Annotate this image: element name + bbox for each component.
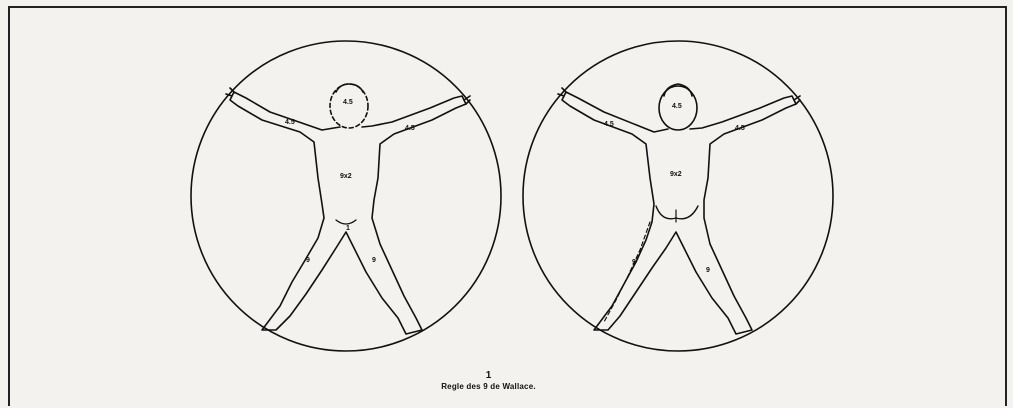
body-outline — [562, 92, 796, 334]
buttocks-line — [656, 206, 698, 219]
label-trunk: 9x2 — [670, 171, 682, 178]
figure-number: 1 — [0, 370, 995, 381]
label-left-leg: 9 — [632, 259, 636, 266]
enclosing-circle — [191, 41, 501, 351]
label-head: 4.5 — [672, 103, 682, 110]
body-diagram-back — [523, 41, 833, 351]
label-left-arm: 4.5 — [604, 121, 614, 128]
enclosing-circle — [523, 41, 833, 351]
label-right-arm: 4.5 — [405, 125, 415, 132]
label-right-leg: 9 — [372, 257, 376, 264]
label-right-arm: 4.5 — [735, 125, 745, 132]
body-diagram-front — [191, 41, 501, 351]
label-right-leg: 9 — [706, 267, 710, 274]
label-head: 4.5 — [343, 99, 353, 106]
label-trunk: 9x2 — [340, 173, 352, 180]
label-groin: 1 — [346, 225, 350, 232]
body-outline — [230, 92, 466, 334]
label-left-leg: 9 — [306, 257, 310, 264]
hand-details — [558, 88, 800, 104]
hair-line — [336, 84, 363, 92]
figure-caption: Regle des 9 de Wallace. — [0, 382, 995, 391]
label-left-arm: 4.5 — [285, 119, 295, 126]
groin-line — [336, 220, 356, 224]
